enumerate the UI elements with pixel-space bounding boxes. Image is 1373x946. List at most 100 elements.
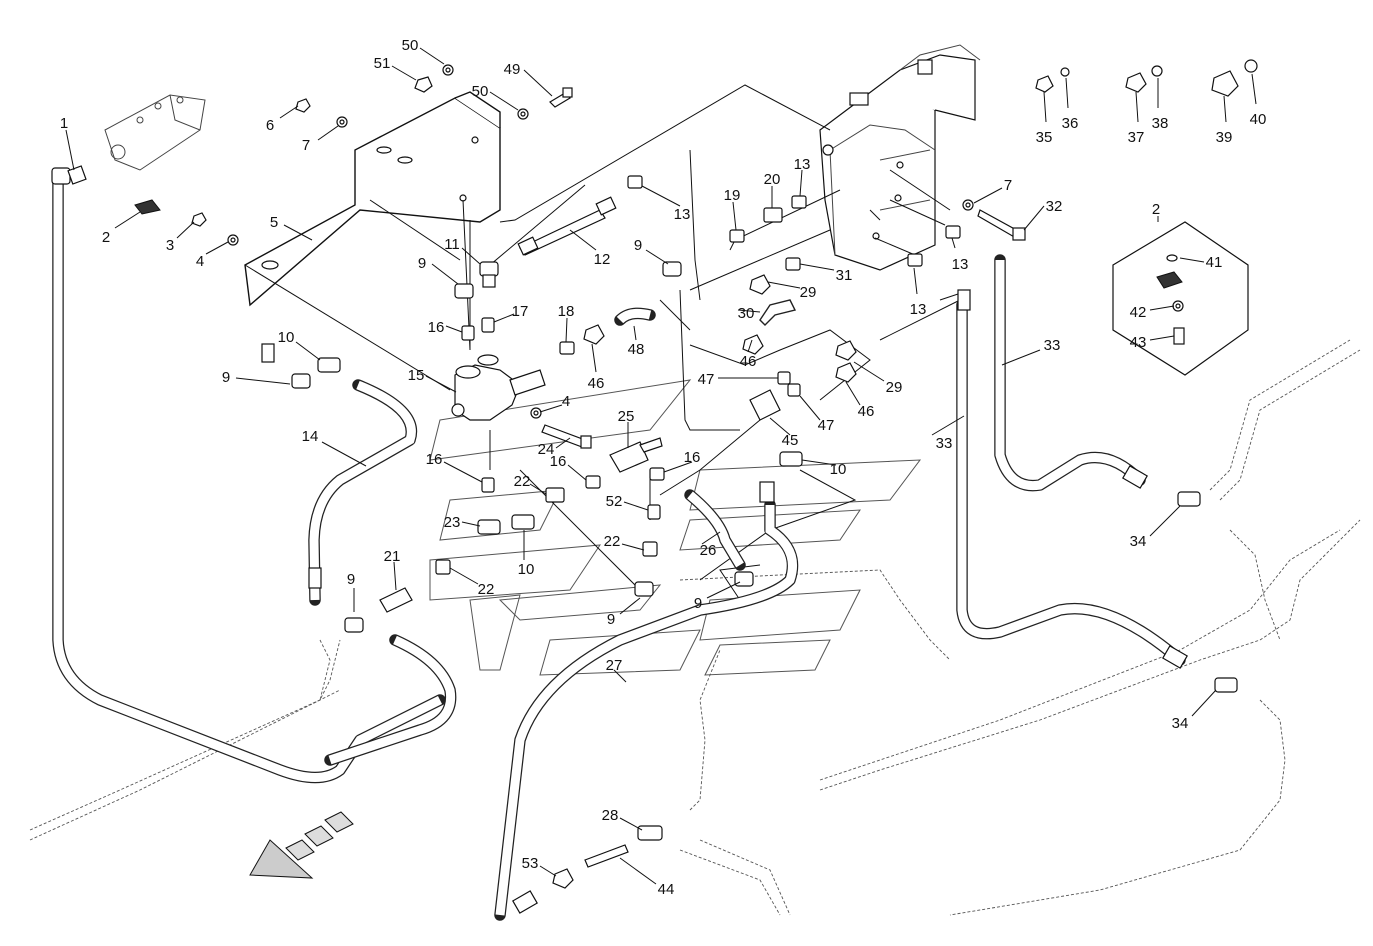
part-number-label: 46 [740,353,757,370]
part-number-label: 2 [102,229,110,246]
callout-c45: 45 [769,417,798,449]
callout-c2a: 2 [102,211,141,246]
leader-line [1023,205,1045,231]
callout-c46a: 46 [588,343,605,392]
callout-c41: 41 [1179,254,1222,271]
part-number-label: 49 [504,61,521,78]
part-number-label: 14 [302,428,319,445]
callout-c13a: 13 [641,185,691,223]
callout-c10a: 10 [278,329,321,361]
part-number-label: 47 [818,417,835,434]
leader-line [279,105,299,119]
part-number-label: 28 [602,807,619,824]
callout-c47b: 47 [799,395,835,434]
callout-c39: 39 [1216,95,1233,146]
leader-line [114,211,141,229]
leader-line [539,404,563,413]
leader-line [283,224,313,241]
part-number-label: 39 [1216,129,1233,146]
callout-c22a: 22 [514,473,547,495]
part-number-label: 24 [538,441,555,458]
small-valve-body [104,94,206,171]
part-number-label: 16 [550,453,567,470]
callout-c16a: 16 [428,319,463,336]
part-number-label: 16 [428,319,445,336]
part-number-label: 31 [836,267,853,284]
callout-c10c: 10 [518,530,534,578]
callout-layer: 1223445677999999101010111213131313141516… [60,37,1267,898]
callout-c27: 27 [606,657,627,683]
leader-line [461,521,481,527]
callout-c7a: 7 [302,125,339,154]
part-number-label: 47 [698,371,715,388]
leader-line [767,281,801,289]
callout-c34b: 34 [1172,689,1217,732]
part-number-label: 13 [952,256,969,273]
callout-c13c: 13 [910,267,926,318]
callout-c46c: 46 [845,381,875,420]
callout-c50a: 50 [402,37,445,65]
callout-c24: 24 [538,437,571,458]
leader-line [176,221,195,239]
leader-line [931,415,965,436]
leader-line [732,201,737,231]
callout-c37: 37 [1128,91,1144,146]
leader-line [391,65,417,81]
part-number-label: 50 [402,37,419,54]
leader-line [633,325,637,341]
part-number-label: 17 [512,303,529,320]
callout-c47a: 47 [698,371,778,388]
part-number-label: 46 [588,375,605,392]
callout-c36: 36 [1062,77,1078,132]
callout-c1: 1 [60,115,75,171]
leader-line [1043,91,1047,123]
leader-line [565,317,568,343]
leader-line [1149,505,1181,537]
part-number-label: 46 [858,403,875,420]
leader-line [641,185,681,207]
callout-c33b: 33 [931,415,965,452]
callout-c15: 15 [408,367,457,393]
callout-c46b: 46 [740,339,757,370]
callout-c7b: 7 [973,177,1012,204]
leader-line [799,169,803,197]
callout-c18: 18 [558,303,574,343]
leader-line [737,309,761,313]
leader-line [443,461,483,483]
part-number-label: 9 [222,369,230,386]
control-valve-block [819,44,981,271]
callout-c9a: 9 [418,255,459,285]
callout-c53: 53 [522,855,557,877]
leader-line [845,381,861,406]
part-number-label: 7 [1004,177,1012,194]
part-number-label: 30 [738,305,755,322]
part-number-label: 4 [196,253,204,270]
part-number-label: 53 [522,855,539,872]
leader-line [567,464,587,481]
part-number-label: 3 [166,237,174,254]
part-number-label: 5 [270,214,278,231]
part-number-label: 13 [674,206,691,223]
leader-line [706,581,741,599]
callout-c22c: 22 [449,567,495,598]
callout-c21: 21 [384,548,400,591]
part-number-label: 34 [1130,533,1147,550]
part-number-label: 33 [1044,337,1061,354]
direction-arrow-icon [249,811,354,879]
part-number-label: 15 [408,367,425,384]
leader-line [1179,257,1205,263]
leader-line [663,461,693,473]
callout-c49: 49 [504,61,553,97]
leader-line [1223,95,1227,123]
part-number-label: 16 [426,451,443,468]
part-number-label: 22 [478,581,495,598]
callout-c3: 3 [166,221,195,254]
fittings [51,59,1258,914]
callout-c29a: 29 [767,281,816,301]
part-number-label: 42 [1130,304,1147,321]
part-number-label: 29 [886,379,903,396]
callout-c22b: 22 [604,533,645,551]
part-number-label: 9 [634,237,642,254]
background-frame-outline [29,339,1361,916]
